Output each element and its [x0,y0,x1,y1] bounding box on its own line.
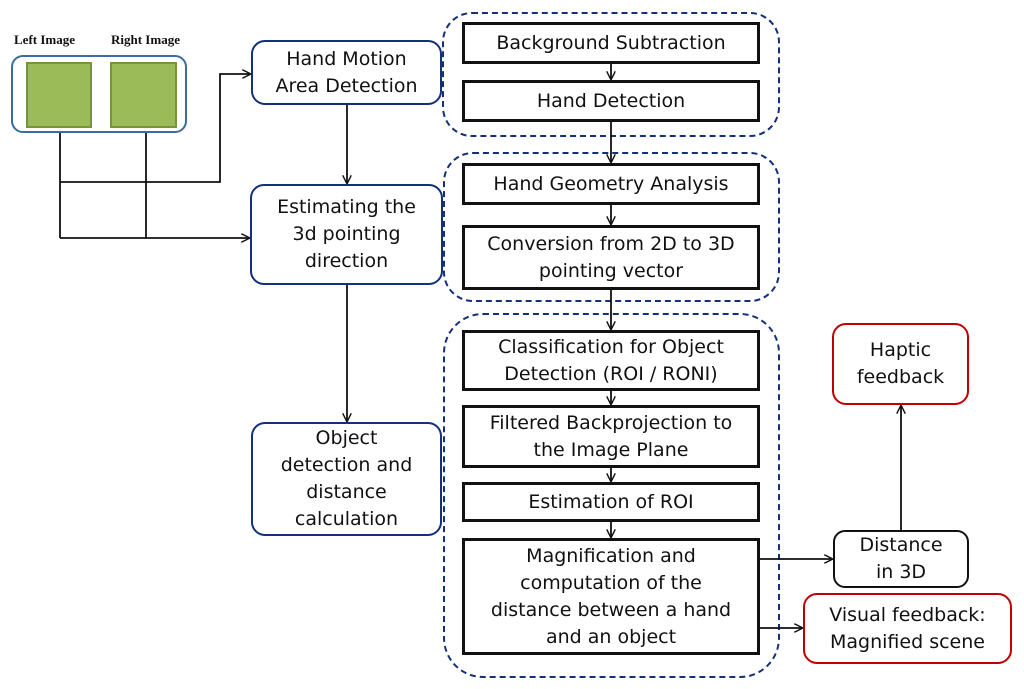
hand-geometry-analysis-node: Hand Geometry Analysis [462,163,760,205]
classification-label: Classification for Object Detection (ROI… [498,335,724,385]
right-image-thumbnail [110,62,177,128]
hand-detection-node: Hand Detection [462,80,760,122]
right-image-label: Right Image [111,32,180,47]
visual-label: Visual feedback: Magnified scene [829,603,986,653]
background-subtraction-node: Background Subtraction [462,22,760,64]
magnification-node: Magnification and computation of the dis… [462,538,760,655]
magnification-label: Magnification and computation of the dis… [490,544,732,648]
estimation-roi-node: Estimation of ROI [462,482,760,522]
arrow-images-to-hand-motion [60,74,250,183]
haptic-label: Haptic feedback [856,339,945,388]
estimation-roi-label: Estimation of ROI [528,490,694,513]
distance-3d-node: Distance in 3D [833,530,969,588]
visual-feedback-node: Visual feedback: Magnified scene [803,593,1012,664]
conversion-label: Conversion from 2D to 3D pointing vector [487,232,735,282]
hand-detection-label: Hand Detection [536,89,686,112]
classification-node: Classification for Object Detection (ROI… [462,330,760,391]
object-detection-label: Object detection and distance calculatio… [280,427,413,530]
hand-motion-area-detection-node: Hand Motion Area Detection [251,40,442,105]
filtered-backprojection-label: Filtered Backprojection to the Image Pla… [489,411,733,461]
background-subtraction-label: Background Subtraction [496,31,726,54]
distance-label: Distance in 3D [859,534,943,583]
object-detection-distance-node: Object detection and distance calculatio… [251,422,442,536]
haptic-feedback-node: Haptic feedback [832,323,969,405]
estimating-label: Estimating the 3d pointing direction [277,196,416,272]
left-image-label: Left Image [14,32,76,47]
conversion-2d-3d-node: Conversion from 2D to 3D pointing vector [462,225,760,290]
hand-geometry-label: Hand Geometry Analysis [493,172,729,195]
estimating-pointing-direction-node: Estimating the 3d pointing direction [250,184,443,285]
filtered-backprojection-node: Filtered Backprojection to the Image Pla… [462,405,760,468]
hand-motion-label: Hand Motion Area Detection [275,47,418,97]
left-image-thumbnail [26,62,92,128]
